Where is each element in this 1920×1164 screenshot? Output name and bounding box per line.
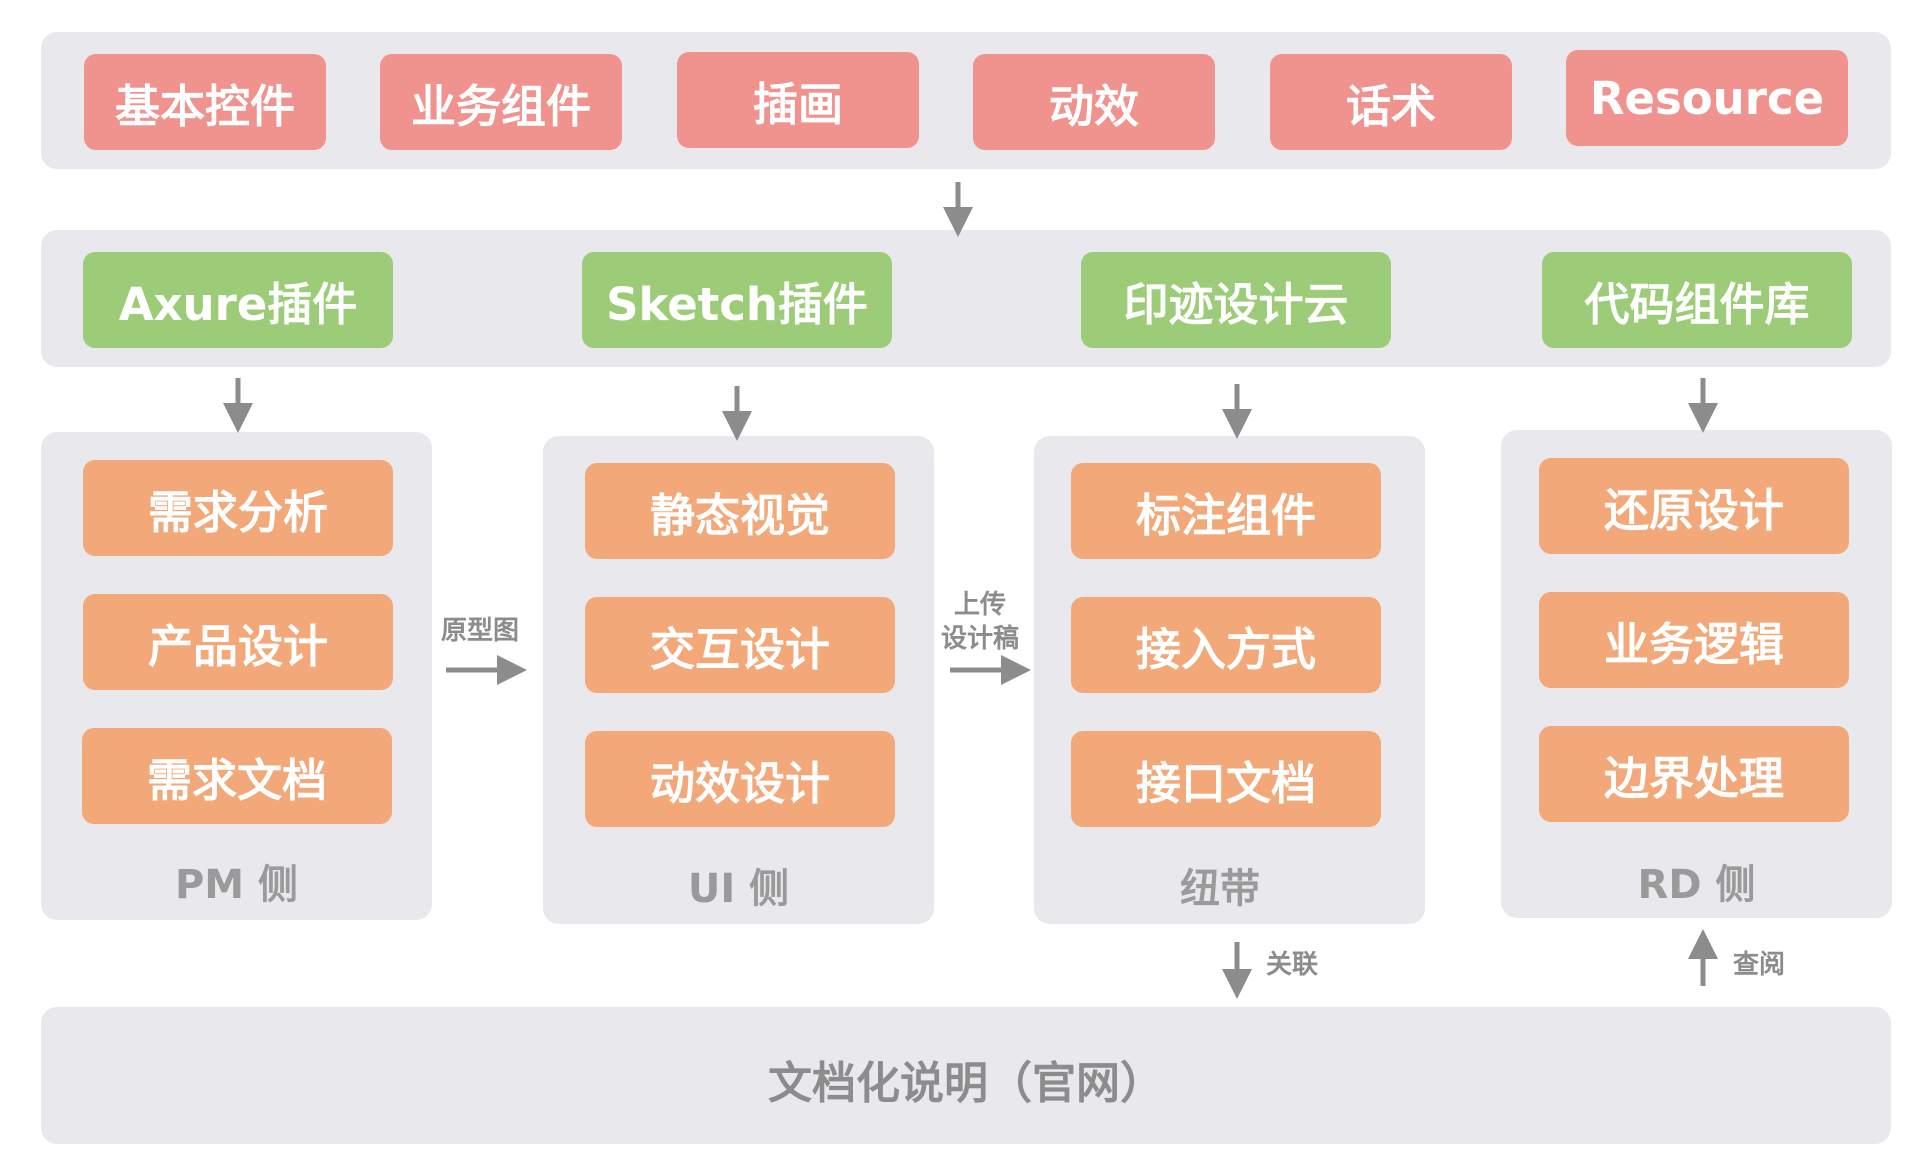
tool-code-component-library: 代码组件库 <box>1542 252 1852 348</box>
resource-business-components: 业务组件 <box>380 54 622 150</box>
lookup-label: 查阅 <box>1733 950 1786 980</box>
pm-product-design: 产品设计 <box>83 594 393 690</box>
ribbon-annotation-component: 标注组件 <box>1071 463 1381 559</box>
resource-basic-controls: 基本控件 <box>84 54 326 150</box>
tool-sketch-plugin: Sketch插件 <box>582 252 892 348</box>
docs-label: 文档化说明（官网） <box>768 1058 1164 1109</box>
ribbon-label: 纽带 <box>1180 866 1260 912</box>
ui-interaction-design: 交互设计 <box>585 597 895 693</box>
rd-edge-handling: 边界处理 <box>1539 726 1849 822</box>
pm-requirement-doc: 需求文档 <box>82 728 392 824</box>
upload-label-line2: 设计稿 <box>941 624 1020 654</box>
ribbon-interface-doc: 接口文档 <box>1071 731 1381 827</box>
upload-label-line1: 上传 <box>954 590 1007 620</box>
ui-static-visual: 静态视觉 <box>585 463 895 559</box>
rd-side-label: RD 侧 <box>1637 862 1756 908</box>
ui-side-label: UI 侧 <box>687 866 790 912</box>
tool-axure-plugin: Axure插件 <box>83 252 393 348</box>
tool-yinji-design-cloud: 印迹设计云 <box>1081 252 1391 348</box>
rd-business-logic: 业务逻辑 <box>1539 592 1849 688</box>
rd-restore-design: 还原设计 <box>1539 458 1849 554</box>
resource-copywriting: 话术 <box>1270 54 1512 150</box>
ribbon-access-method: 接入方式 <box>1071 597 1381 693</box>
prototype-label: 原型图 <box>441 616 520 646</box>
resource-illustration: 插画 <box>677 52 919 148</box>
pm-requirement-analysis: 需求分析 <box>83 460 393 556</box>
resource-motion: 动效 <box>973 54 1215 150</box>
associate-label: 关联 <box>1266 950 1319 980</box>
ui-motion-design: 动效设计 <box>585 731 895 827</box>
pm-side-label: PM 侧 <box>174 862 299 908</box>
resource-resource: Resource <box>1566 50 1848 146</box>
docs-panel <box>41 1007 1891 1144</box>
